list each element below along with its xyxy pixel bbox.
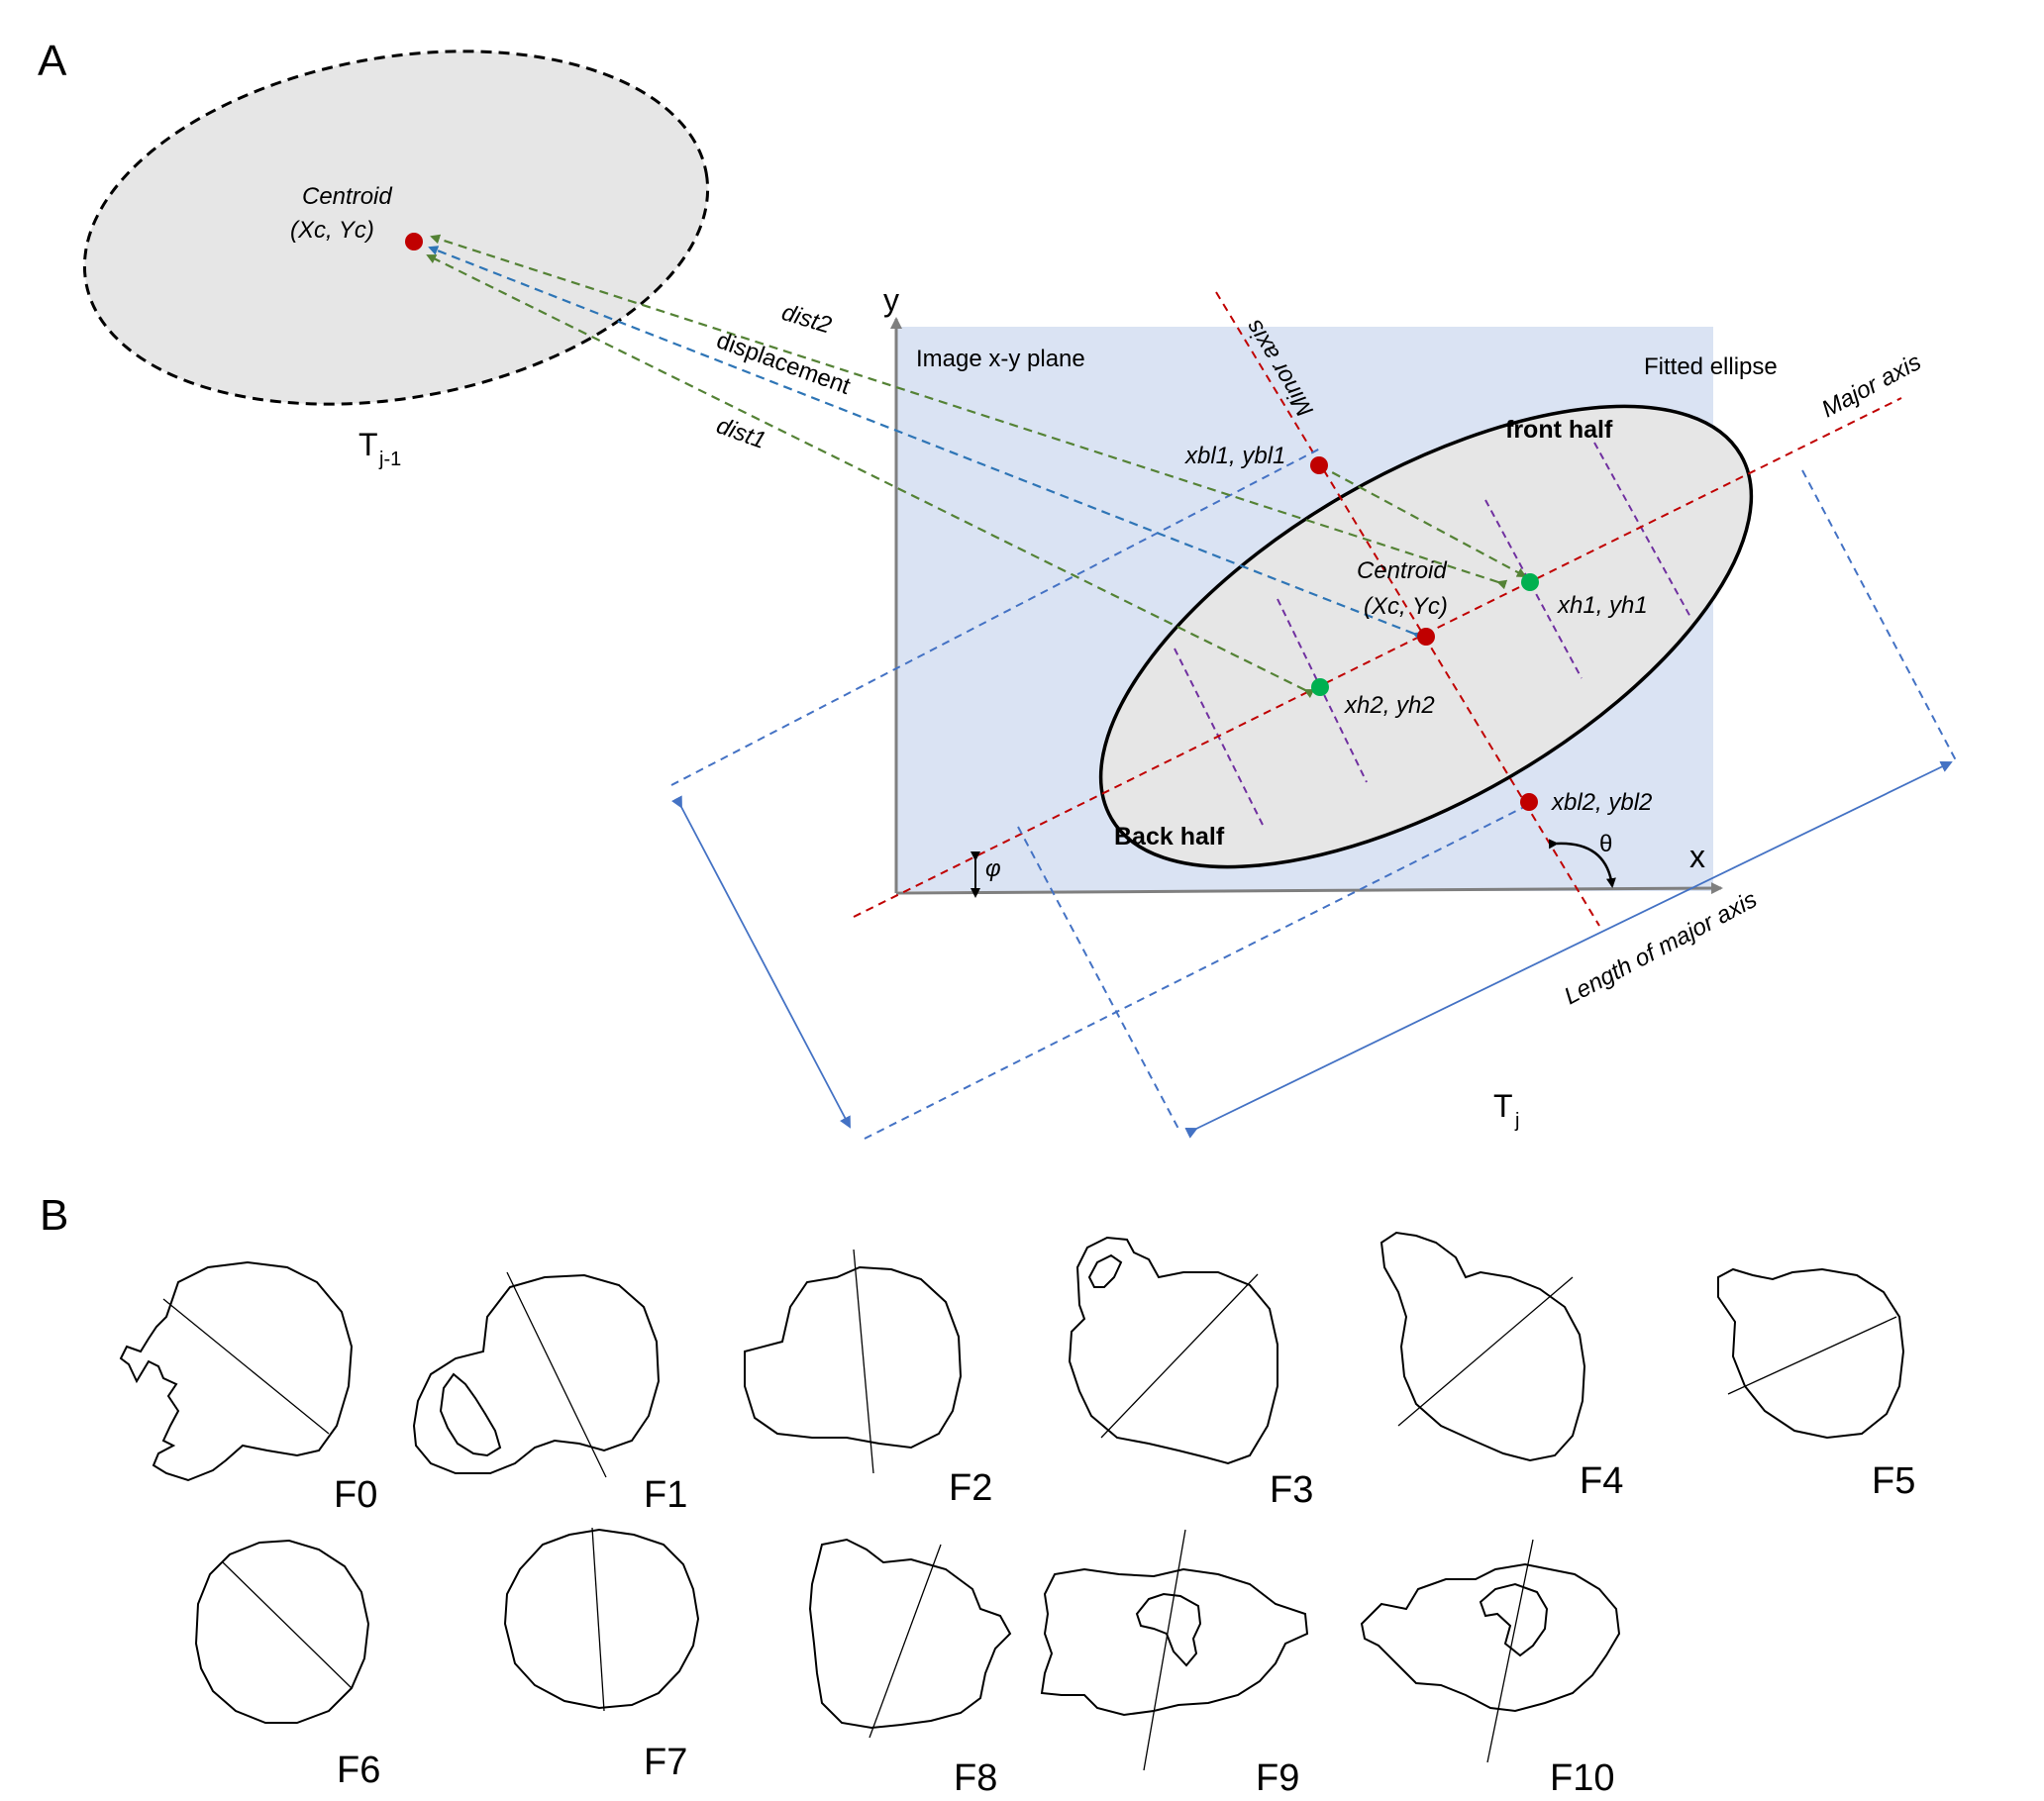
centroid-coords: (Xc, Yc) (1364, 593, 1448, 620)
dist1-label: dist1 (713, 412, 769, 454)
current-frame-subscript: j (1514, 1110, 1519, 1132)
bl2-point (1520, 793, 1538, 811)
minor-axis-length-arrow (671, 795, 851, 1129)
frame-f3: F3 (1068, 1236, 1313, 1511)
major-axis-length-label: Length of major axis (1560, 886, 1762, 1010)
frame-f2-label: F2 (949, 1467, 992, 1509)
frame-f2: F2 (744, 1249, 992, 1509)
major-axis-label: Major axis (1817, 349, 1925, 423)
frame-f1-label: F1 (644, 1474, 687, 1516)
frame-f9-label: F9 (1256, 1757, 1299, 1799)
frame-f10-label: F10 (1550, 1757, 1614, 1799)
theta-label: θ (1599, 831, 1612, 857)
back-half-label: Back half (1114, 823, 1225, 850)
x-axis-label: x (1689, 839, 1705, 874)
phi-label: φ (985, 855, 1001, 882)
frame-f6-label: F6 (337, 1750, 380, 1791)
y-axis-label: y (883, 282, 899, 318)
front-half-label: front half (1505, 416, 1613, 444)
frame-f4-label: F4 (1580, 1460, 1623, 1502)
frame-f9: F9 (1040, 1529, 1309, 1799)
frame-f10: F10 (1360, 1539, 1621, 1799)
dist2-label: dist2 (778, 299, 834, 340)
frame-f0-label: F0 (334, 1474, 377, 1516)
h2-label: xh2, yh2 (1344, 692, 1435, 719)
frame-f3-label: F3 (1270, 1469, 1313, 1511)
bl1-label: xbl1, ybl1 (1184, 443, 1285, 469)
major-axis-length-arrow (1184, 760, 1953, 1139)
fitted-ellipse-label: Fitted ellipse (1644, 353, 1778, 380)
displacement-label: displacement (713, 327, 854, 400)
frame-f1: F1 (412, 1271, 687, 1516)
previous-centroid-dot (405, 233, 423, 250)
h1-point (1521, 573, 1539, 591)
frame-f5-label: F5 (1872, 1460, 1915, 1502)
previous-frame-ellipse (82, 50, 710, 406)
frame-f6: F6 (194, 1539, 380, 1791)
h2-point (1311, 678, 1329, 696)
panel-b-letter: B (40, 1191, 68, 1240)
centroid-point (1417, 628, 1435, 646)
frame-f8-label: F8 (954, 1757, 997, 1799)
h1-label: xh1, yh1 (1557, 592, 1648, 619)
frame-f8: F8 (808, 1538, 1012, 1799)
frame-f7: F7 (503, 1527, 700, 1783)
bl1-to-h1-vector (1318, 464, 1527, 577)
previous-centroid-coords: (Xc, Yc) (290, 217, 374, 244)
previous-centroid-label: Centroid (302, 183, 392, 210)
previous-frame-label: T (358, 427, 378, 462)
image-plane-label: Image x-y plane (916, 346, 1085, 372)
centroid-label: Centroid (1357, 557, 1447, 584)
current-frame-label: T (1493, 1088, 1513, 1124)
frame-f5: F5 (1717, 1267, 1915, 1502)
bl1-point (1310, 456, 1328, 474)
previous-frame-subscript: j-1 (378, 449, 401, 470)
panel-a-letter: A (38, 37, 67, 85)
major-axis-line (853, 397, 1902, 918)
frame-f7-label: F7 (644, 1742, 687, 1783)
frame-f0: F0 (119, 1260, 377, 1516)
frame-f4: F4 (1380, 1231, 1623, 1502)
bl2-label: xbl2, ybl2 (1551, 789, 1652, 816)
